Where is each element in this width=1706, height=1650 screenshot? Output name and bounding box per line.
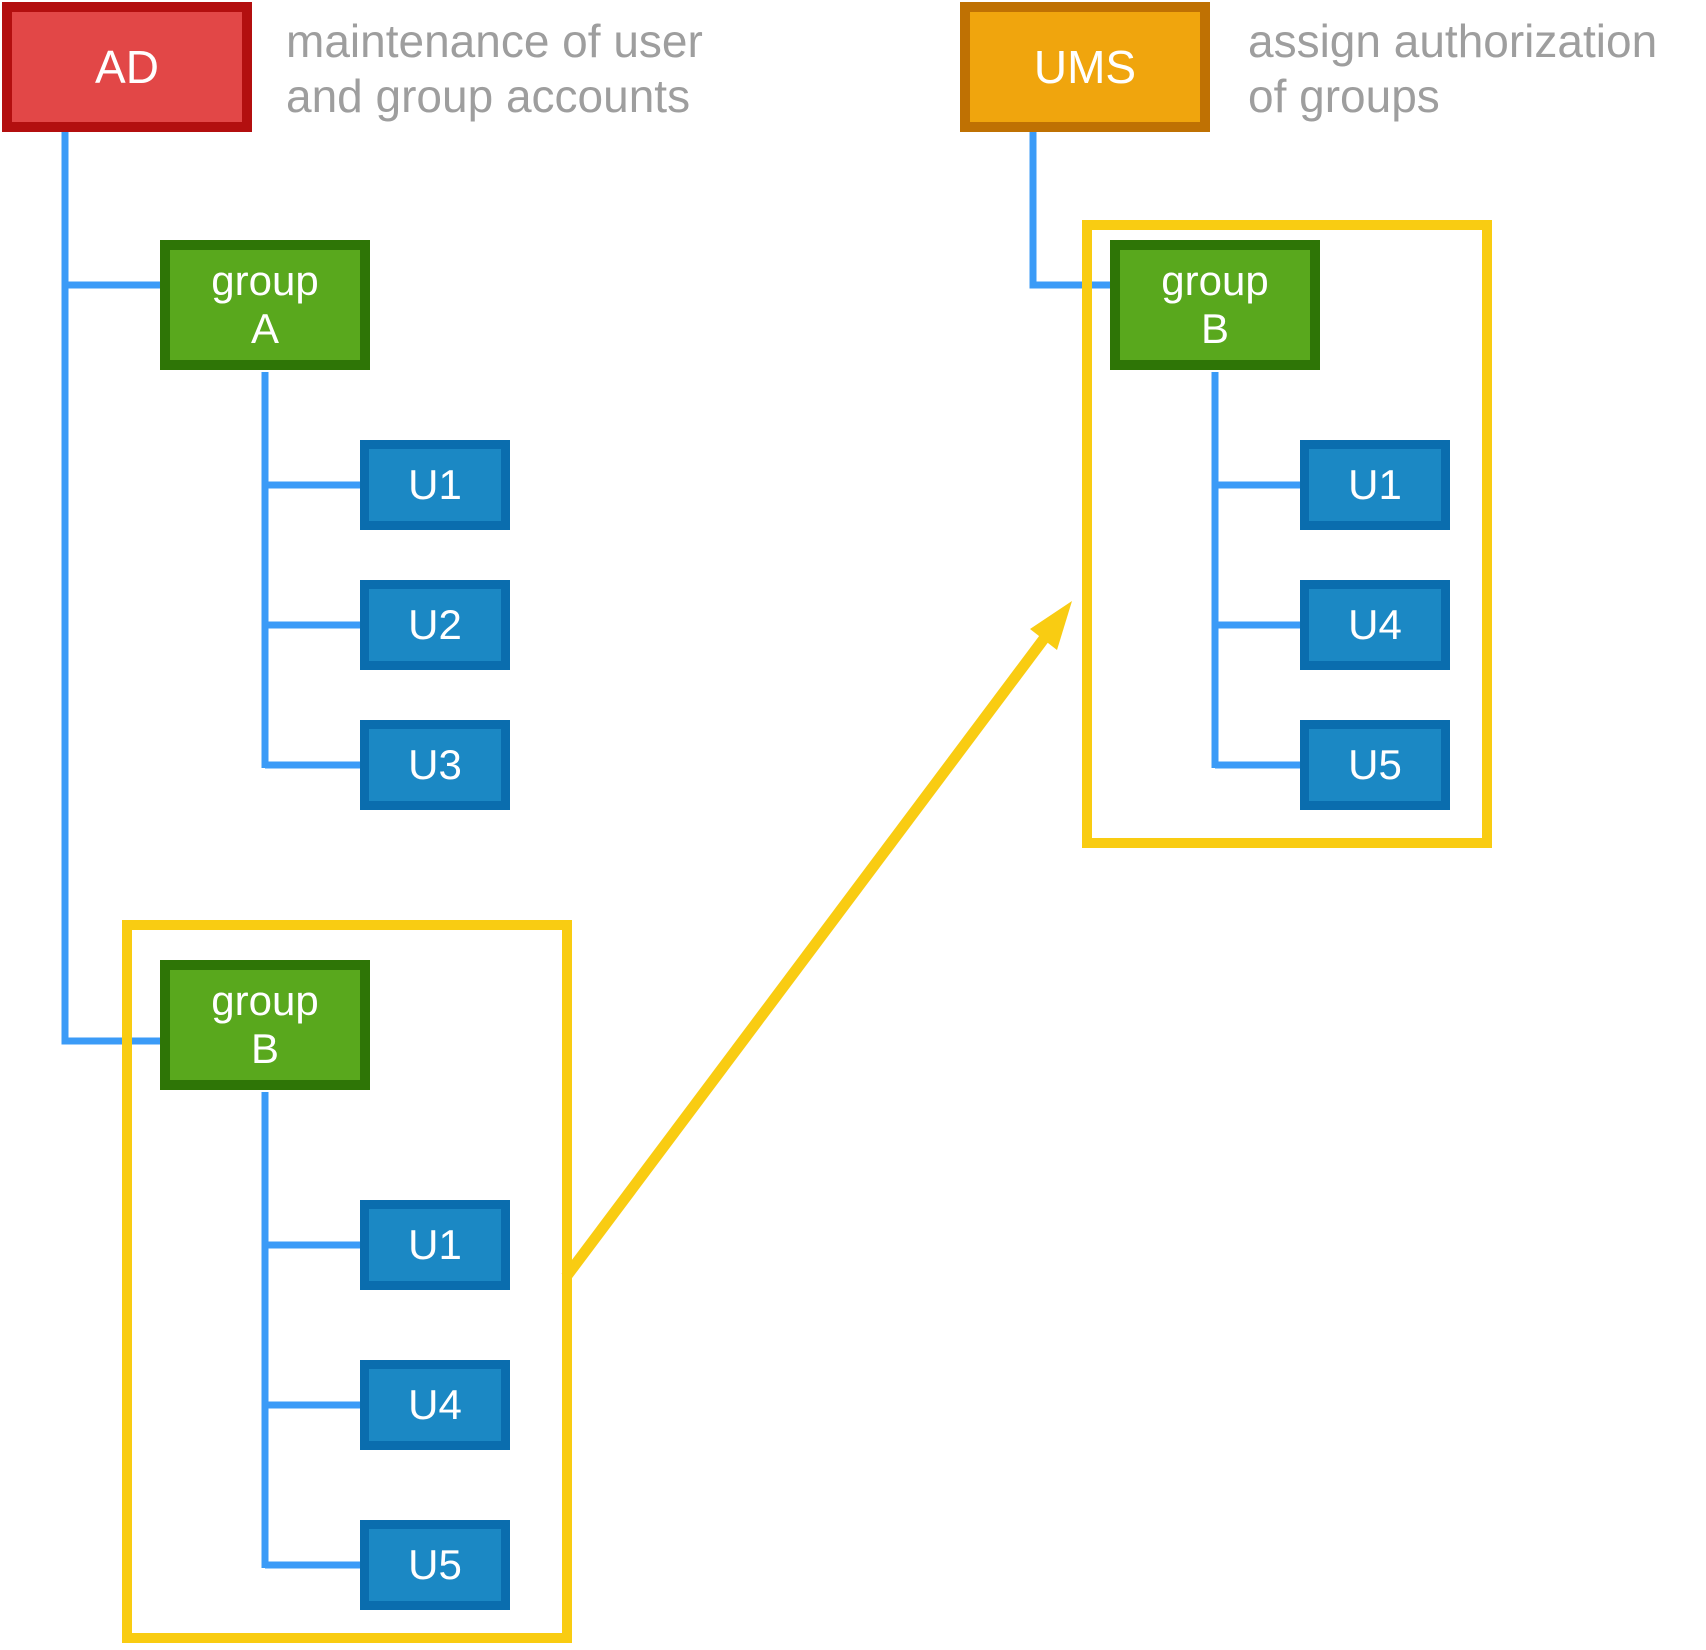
ad-group-b-user-node: U5 bbox=[360, 1520, 510, 1610]
group-a-children-connector bbox=[261, 372, 362, 769]
ad-group-b-user-node: U4 bbox=[360, 1360, 510, 1450]
ums-group-b-node: group B bbox=[1110, 240, 1320, 370]
assignment-arrow-shaft bbox=[561, 628, 1054, 1281]
ad-caption: maintenance of user and group accounts bbox=[286, 15, 703, 122]
ad-group-a-user-node: U3 bbox=[360, 720, 510, 810]
ums-group-b-user-node: U4 bbox=[1300, 580, 1450, 670]
ad-group-b-user-node: U1 bbox=[360, 1200, 510, 1290]
ums-root-node: UMS bbox=[960, 2, 1210, 132]
ad-group-a-user-node: U2 bbox=[360, 580, 510, 670]
ums-caption: assign authorization of groups bbox=[1248, 15, 1658, 122]
ad-group-b-node: group B bbox=[160, 960, 370, 1090]
ums-group-b-highlight-frame bbox=[1082, 220, 1492, 848]
ad-tree-connector bbox=[61, 130, 162, 1045]
assignment-arrow-head bbox=[1030, 601, 1072, 650]
ad-group-a-node: group A bbox=[160, 240, 370, 370]
ums-group-b-user-node: U1 bbox=[1300, 440, 1450, 530]
ad-group-a-user-node: U1 bbox=[360, 440, 510, 530]
ums-group-b-user-node: U5 bbox=[1300, 720, 1450, 810]
ad-root-node: AD bbox=[2, 2, 252, 132]
ad-group-b-highlight-frame bbox=[122, 920, 572, 1643]
